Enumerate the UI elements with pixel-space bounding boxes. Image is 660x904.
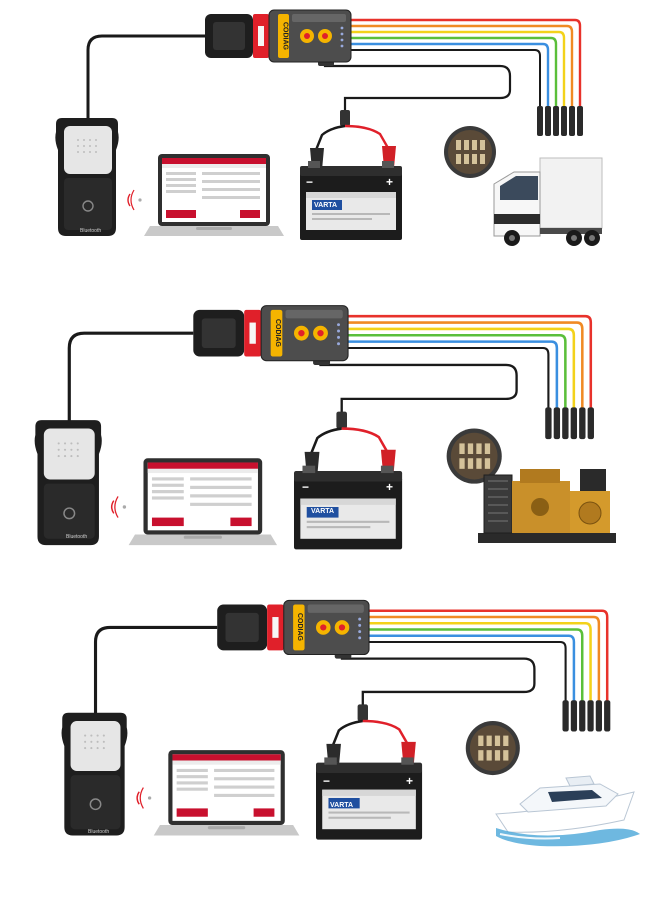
battery-plus-sign: + [406,774,413,788]
battery-brand: VARTA [330,802,353,809]
battery-plus-sign: + [386,480,393,494]
battery-brand: VARTA [314,202,337,209]
adapter-brand: CODIAG [282,22,289,51]
battery-minus-sign: − [323,774,330,788]
boat-image [495,775,641,848]
diagram-panel-generator: CODIAG VARTA − + Bluetooth [0,295,660,595]
truck-image [493,157,603,247]
battery-minus-sign: − [302,480,309,494]
interface-label: Bluetooth [66,534,87,540]
battery-minus-sign: − [306,175,313,189]
diagram-panel-boat: CODIAG VARTA − + Bluetooth [0,588,660,888]
diagram-panel-truck: CODIAG VARTA − + Bluetooth [0,0,660,260]
interface-label: Bluetooth [80,228,101,234]
adapter-brand: CODIAG [296,613,303,642]
adapter-brand: CODIAG [274,319,281,348]
generator-image [477,468,617,544]
interface-label: Bluetooth [88,829,109,835]
battery-brand: VARTA [311,508,334,515]
battery-plus-sign: + [386,175,393,189]
